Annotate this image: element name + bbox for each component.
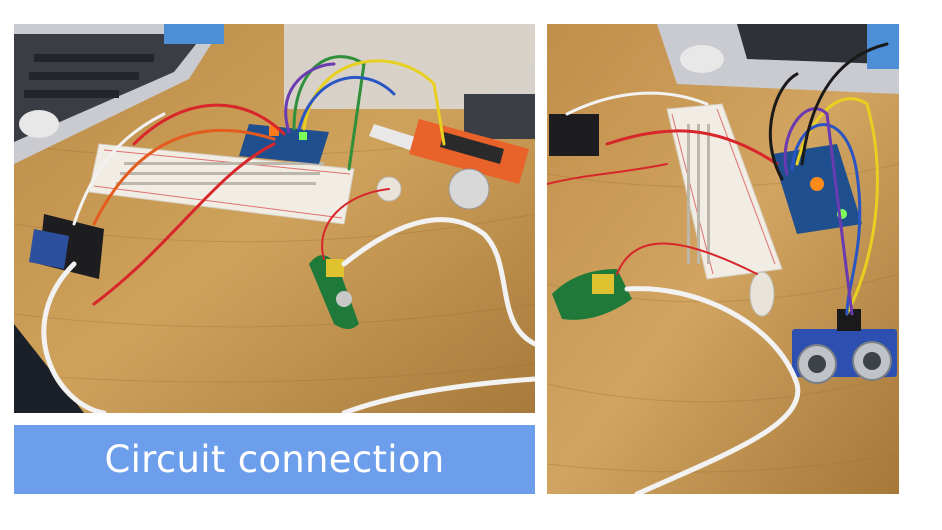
breadboard	[666, 103, 783, 280]
laptop	[657, 24, 899, 94]
component-pile	[464, 94, 535, 139]
caption-text: Circuit connection	[104, 438, 445, 481]
ultrasonic-sensor	[448, 168, 490, 210]
screwdriver	[369, 119, 529, 184]
mist-driver-pcb	[309, 255, 359, 329]
laptop	[14, 24, 224, 164]
circuit-photo-left	[14, 24, 535, 413]
mist-driver-pcb	[552, 269, 632, 320]
ultrasonic-sensor	[792, 309, 897, 384]
led-green	[299, 132, 307, 140]
mist-disc	[749, 271, 775, 317]
laptop-screen	[164, 24, 224, 44]
circuit-photo-right-drawing	[547, 24, 899, 494]
led-orange	[269, 126, 279, 136]
breadboard-holes	[687, 124, 710, 264]
circuit-photo-left-drawing	[14, 24, 535, 413]
wires	[41, 55, 535, 413]
relay-module	[29, 214, 104, 279]
wires	[547, 42, 889, 494]
laptop-sticker	[19, 110, 59, 138]
caption-bar: Circuit connection	[14, 425, 535, 494]
circuit-photo-right	[547, 24, 899, 494]
laptop-sticker	[680, 45, 724, 73]
relay-module	[549, 114, 599, 156]
breadboard-holes	[116, 162, 324, 185]
led-orange	[810, 177, 824, 191]
